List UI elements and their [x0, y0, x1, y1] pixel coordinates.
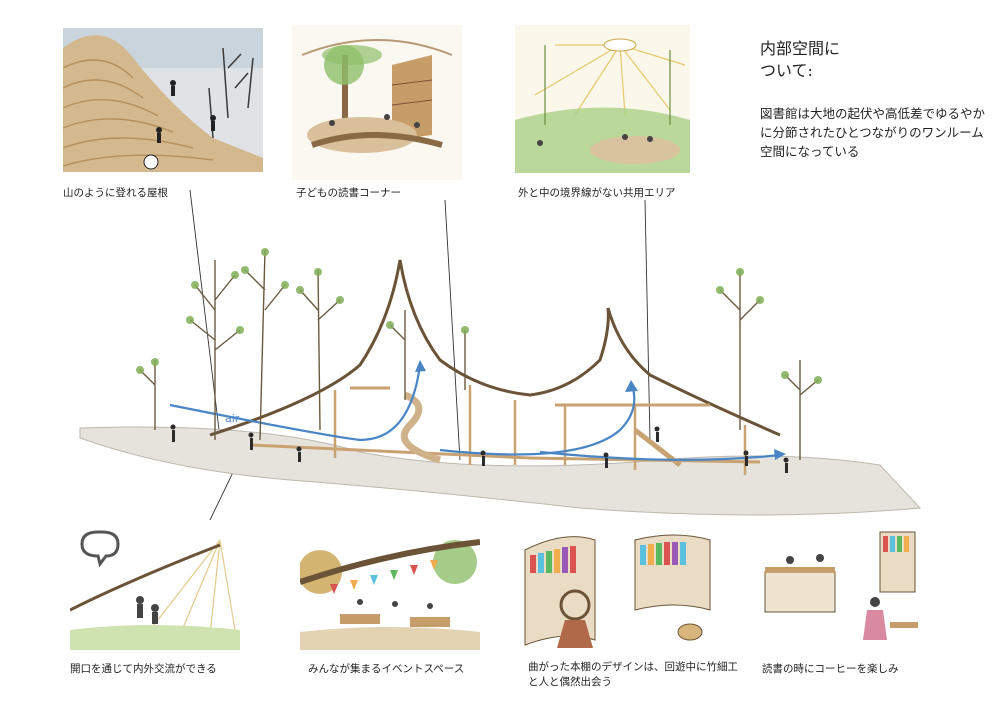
- page-title: 内部空間に ついて:: [760, 38, 840, 82]
- kids-reading-illustration: [292, 25, 462, 180]
- thumb-shared-area: [515, 25, 690, 173]
- caption-climbable-roof: 山のように登れる屋根: [63, 187, 168, 199]
- air-arrowhead-2: [625, 380, 638, 392]
- event-space-illustration: [300, 522, 480, 650]
- caption-shared-area: 外と中の境界線がない共用エリア: [518, 187, 676, 199]
- caption-event-space: みんなが集まるイベントスペース: [308, 663, 465, 675]
- climbable-roof-illustration: [63, 28, 263, 172]
- description-text: 図書館は大地の起伏や高低差でゆるやかに分節されたひとつながりのワンルーム空間にな…: [760, 106, 986, 159]
- thumb-opening-exchange: [70, 520, 240, 650]
- thumb-coffee-reading: [755, 522, 925, 650]
- page-title-line2: ついて:: [760, 61, 813, 80]
- air-arrowhead-3: [774, 449, 786, 460]
- spiral-slide: [400, 391, 442, 464]
- air-label: air: [225, 412, 240, 425]
- coffee-reading-illustration: [755, 522, 925, 650]
- roof-left: [209, 259, 781, 437]
- curved-bookshelf-illustration: [515, 520, 720, 650]
- caption-kids-reading-corner: 子どもの読書コーナー: [296, 187, 401, 199]
- caption-curved-bookshelf-line2: と人と偶然出会う: [528, 676, 612, 688]
- air-flow-arrow-3: [539, 450, 781, 461]
- air-flow-arrow-2: [439, 384, 636, 456]
- caption-curved-bookshelf-line1: 曲がった本棚のデザインは、回遊中に竹細工: [528, 661, 738, 673]
- speech-bubble-icon: [80, 530, 120, 568]
- library-section-diagram: air: [79, 190, 922, 521]
- thumb-climbable-roof: [63, 28, 263, 172]
- thumb-event-space: [300, 522, 480, 650]
- air-arrowhead-1: [415, 360, 426, 372]
- thumb-kids-reading-corner: [292, 25, 462, 180]
- thumb-curved-bookshelf: [515, 520, 720, 650]
- main-floor: [249, 443, 531, 460]
- leader-line-shared: [644, 199, 651, 441]
- shared-area-illustration: [515, 25, 690, 173]
- air-flow-arrow-1: [169, 364, 422, 442]
- opening-exchange-illustration: [70, 520, 240, 650]
- ground-mass: [79, 426, 922, 516]
- caption-curved-bookshelf: 曲がった本棚のデザインは、回遊中に竹細工 と人と偶然出会う: [528, 660, 738, 690]
- page-title-line1: 内部空間に: [760, 39, 841, 58]
- caption-opening-exchange: 開口を通じて内外交流ができる: [70, 663, 217, 675]
- caption-coffee-reading: 読書の時にコーヒーを楽しみ: [762, 663, 899, 675]
- leader-line-kids: [444, 199, 461, 461]
